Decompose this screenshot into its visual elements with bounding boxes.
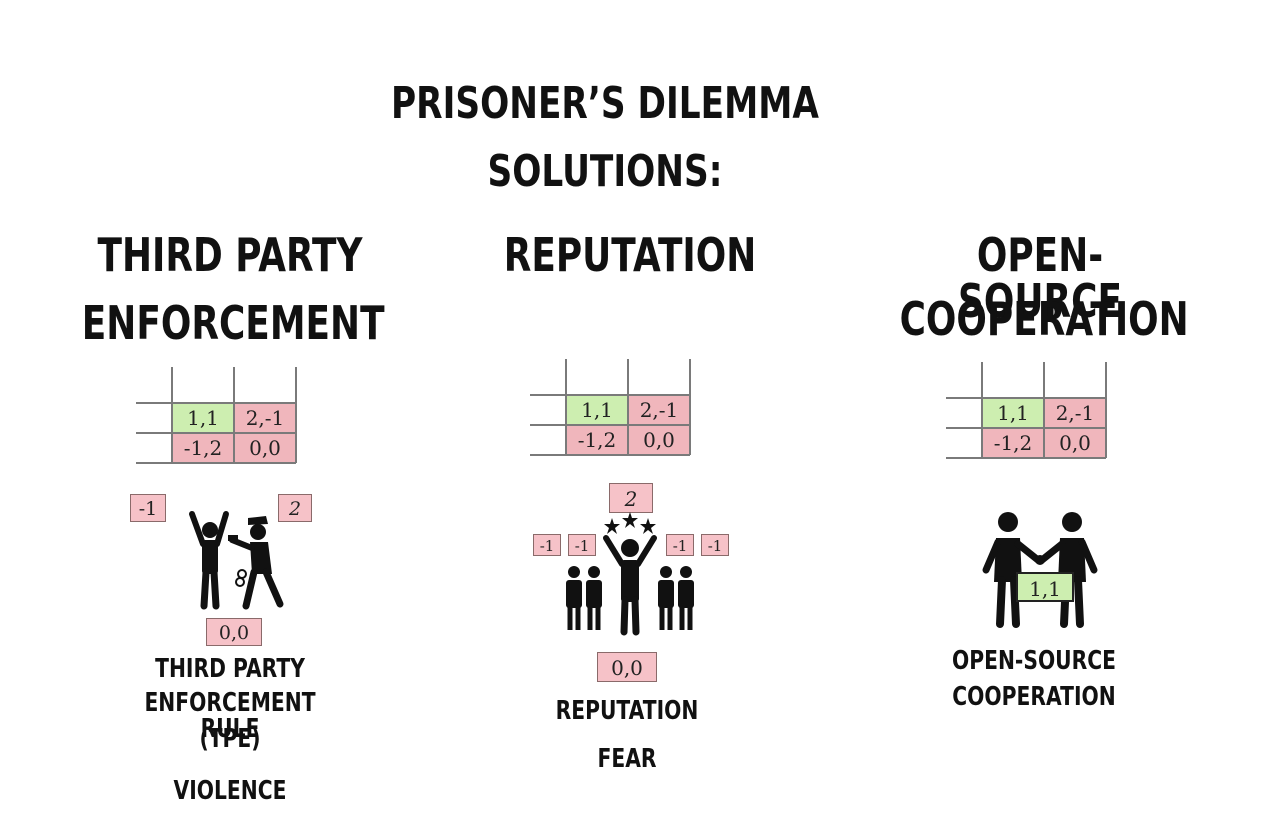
reputation-badge-side-4: -1 (701, 534, 729, 556)
tpe-caption-line4: VIOLENCE (173, 776, 287, 806)
reputation-badge-side-3: -1 (666, 534, 694, 556)
handshake-icon (982, 512, 1098, 628)
reputation-badge-bottom: 0,0 (597, 652, 657, 682)
reputation-badge-top: 2 (609, 483, 653, 513)
payoff-matrix-tpe-cell-label-2: 2,-1 (246, 406, 285, 430)
payoff-matrix-tpe-cell-label-4: 0,0 (249, 436, 281, 460)
page-title-line1: PRISONER’S DILEMMA (390, 78, 819, 129)
payoff-matrix-tpe-cell-2 (234, 403, 296, 433)
payoff-matrix-tpe: 1,1 2,-1 -1,2 0,0 (136, 367, 297, 464)
payoff-matrix-open-source-cell-label-1: 1,1 (997, 401, 1029, 425)
payoff-matrix-open-source: 1,1 2,-1 -1,2 0,0 (946, 362, 1107, 459)
payoff-matrix-reputation-cell-1 (566, 395, 628, 425)
column-2-heading: REPUTATION (503, 228, 757, 282)
payoff-matrix-reputation-cell-label-2: 2,-1 (640, 398, 679, 422)
tpe-badge-right: 2 (278, 494, 312, 522)
tpe-caption-line2: ENFORCEMENT RULE (144, 688, 316, 744)
police-arrest-icon (189, 511, 284, 610)
reputation-badge-side-2: -1 (568, 534, 596, 556)
celebrated-leader-crowd-icon (566, 512, 694, 636)
tpe-caption-line3: (TPE) (199, 724, 261, 754)
tpe-badge-left: -1 (130, 494, 166, 522)
tpe-caption-line1: THIRD PARTY (155, 654, 305, 684)
reputation-caption-line2: FEAR (597, 744, 657, 774)
payoff-matrix-reputation-cell-label-3: -1,2 (578, 428, 617, 452)
column-3-heading-line2: COOPERATION (899, 292, 1189, 346)
payoff-matrix-reputation-cell-4 (628, 425, 690, 455)
payoff-matrix-open-source-cell-3 (982, 428, 1044, 458)
page-title-line2: SOLUTIONS: (487, 146, 723, 197)
payoff-matrix-reputation-cell-label-1: 1,1 (581, 398, 613, 422)
payoff-matrix-open-source-cell-label-3: -1,2 (994, 431, 1033, 455)
payoff-matrix-open-source-cell-label-4: 0,0 (1059, 431, 1091, 455)
payoff-matrix-tpe-cell-4 (234, 433, 296, 463)
payoff-matrix-open-source-cell-1 (982, 398, 1044, 428)
open-source-caption-line1: OPEN-SOURCE (951, 646, 1117, 676)
payoff-matrix-reputation-cell-3 (566, 425, 628, 455)
column-1-heading-line1: THIRD PARTY (97, 228, 363, 282)
payoff-matrix-open-source-cell-4 (1044, 428, 1106, 458)
open-source-badge-center: 1,1 (1016, 572, 1074, 602)
payoff-matrix-tpe-cell-label-3: -1,2 (184, 436, 223, 460)
tpe-badge-bottom: 0,0 (206, 618, 262, 646)
reputation-caption-line1: REPUTATION (555, 696, 699, 726)
column-3-heading-line1: OPEN-SOURCE (958, 228, 1122, 328)
payoff-matrix-tpe-cell-3 (172, 433, 234, 463)
payoff-matrix-open-source-cell-2 (1044, 398, 1106, 428)
payoff-matrix-open-source-cell-label-2: 2,-1 (1056, 401, 1095, 425)
payoff-matrix-reputation-cell-2 (628, 395, 690, 425)
reputation-badge-side-1: -1 (533, 534, 561, 556)
payoff-matrix-reputation-cell-label-4: 0,0 (643, 428, 675, 452)
payoff-matrix-tpe-cell-label-1: 1,1 (187, 406, 219, 430)
payoff-matrix-tpe-cell-1 (172, 403, 234, 433)
open-source-caption-line2: COOPERATION (952, 682, 1116, 712)
payoff-matrix-reputation: 1,1 2,-1 -1,2 0,0 (530, 359, 691, 456)
column-1-heading-line2: ENFORCEMENT (81, 296, 385, 350)
